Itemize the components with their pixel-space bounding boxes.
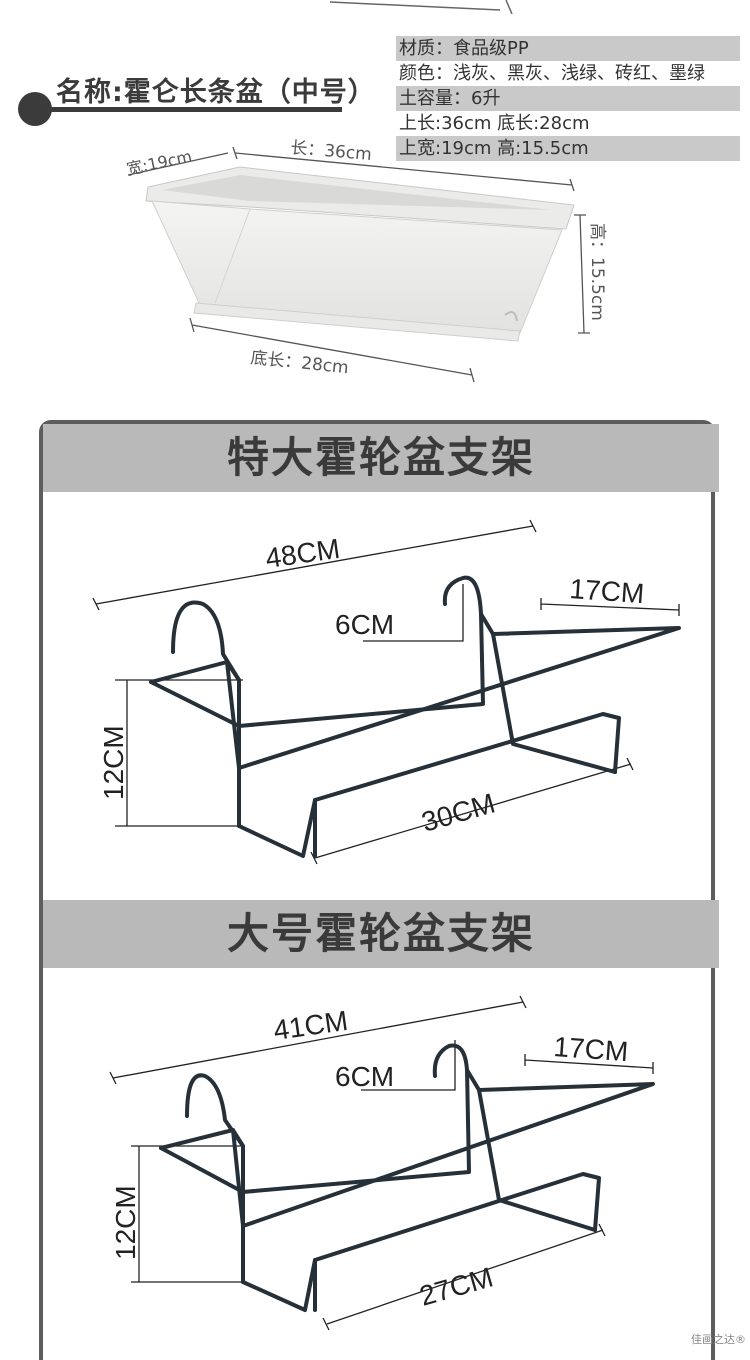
spec-material: 材质：食品级PP	[396, 36, 740, 61]
rack-large-bottom-label: 27CM	[416, 1261, 496, 1311]
rack-xl-bottom-label: 30CM	[418, 787, 498, 837]
name-underline	[40, 107, 342, 112]
rack-xl-depth-label: 17CM	[569, 573, 646, 609]
bullet-dot-icon	[18, 92, 52, 126]
rack-large-depth-label: 17CM	[553, 1031, 630, 1067]
rack-large-title: 大号霍轮盆支架	[43, 900, 719, 968]
top-cut-dimension-line	[330, 0, 513, 14]
spec-table: 材质：食品级PP 颜色：浅灰、黑灰、浅绿、砖红、墨绿 土容量：6升 上长:36c…	[396, 36, 740, 161]
planter-pot-illustration: 宽:19cm 长：36cm 高：15.5cm 底长：28cm	[100, 135, 620, 395]
pot-height-label: 高：15.5cm	[587, 223, 607, 321]
product-name-title: 名称:霍仑长条盆（中号）	[56, 77, 376, 108]
rack-xl-hook-label: 6CM	[335, 609, 394, 640]
pot-length-label: 长：36cm	[290, 138, 373, 165]
spec-width-height: 上宽:19cm 高:15.5cm	[396, 136, 740, 161]
rack-large-length-label: 41CM	[272, 1005, 350, 1046]
rack-xl-length-label: 48CM	[264, 533, 342, 574]
planter-pot-icon: 宽:19cm 长：36cm 高：15.5cm 底长：28cm	[125, 138, 607, 383]
rack-xl-diagram: 48CM 6CM 17CM 12CM 30CM	[92, 519, 681, 865]
rack-large-height-label: 12CM	[110, 1185, 141, 1260]
spec-colors: 颜色：浅灰、黑灰、浅绿、砖红、墨绿	[399, 63, 705, 84]
pot-bottom-length-label: 底长：28cm	[249, 348, 349, 378]
spec-capacity: 土容量：6升	[396, 86, 740, 111]
rack-large-diagram: 41CM 6CM 17CM 12CM 27CM	[109, 995, 655, 1331]
spec-lengths: 上长:36cm 底长:28cm	[399, 113, 590, 134]
pot-width-label: 宽:19cm	[125, 147, 194, 179]
watermark: 佳画之达®	[691, 1333, 746, 1346]
racks-panel: 特大霍轮盆支架 48CM 6CM 17CM 12CM 30CM 大号霍轮盆支架	[39, 420, 719, 1360]
rack-xl-height-label: 12CM	[98, 725, 129, 800]
rack-large-hook-label: 6CM	[335, 1061, 394, 1092]
rack-xl-title: 特大霍轮盆支架	[43, 424, 719, 492]
